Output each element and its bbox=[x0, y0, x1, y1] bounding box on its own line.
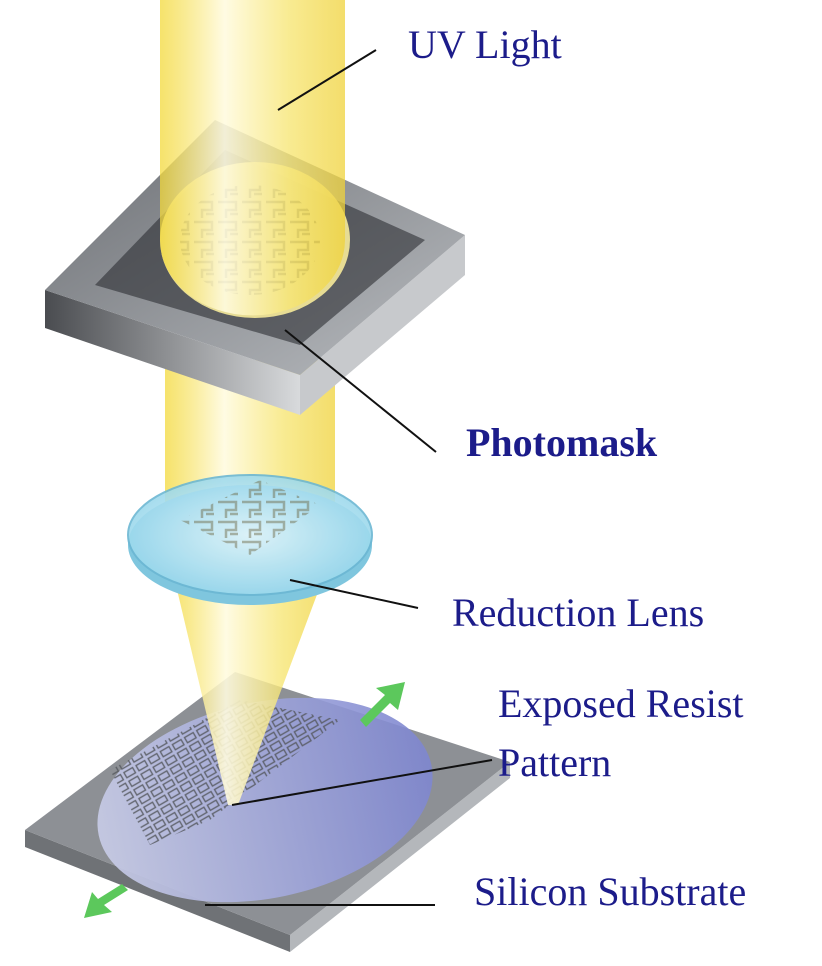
label-exposed-resist: Exposed Resist bbox=[498, 681, 744, 726]
label-reduction-lens: Reduction Lens bbox=[452, 590, 704, 635]
motion-arrow-down-icon bbox=[84, 884, 128, 918]
leader-lines bbox=[205, 49, 493, 906]
label-silicon-substrate: Silicon Substrate bbox=[474, 869, 746, 914]
label-pattern: Pattern bbox=[498, 740, 611, 785]
reduction-lens bbox=[127, 474, 373, 605]
label-photomask: Photomask bbox=[466, 420, 658, 465]
label-uv-light: UV Light bbox=[408, 22, 562, 67]
uv-beam-top bbox=[160, 0, 345, 316]
focused-light-cone bbox=[170, 560, 330, 805]
motion-arrow-up-icon bbox=[360, 682, 405, 727]
